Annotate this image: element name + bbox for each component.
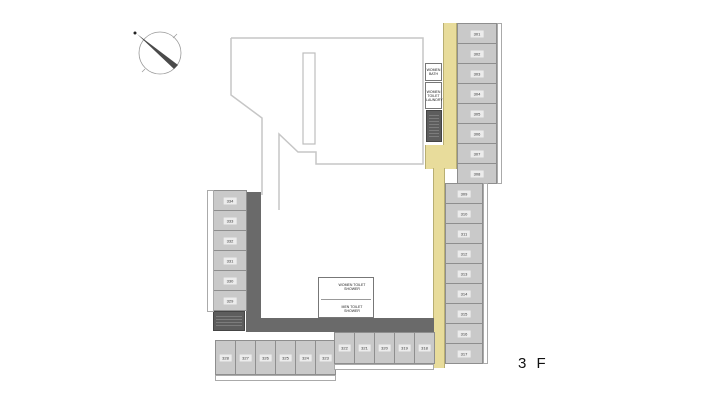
room-324[interactable]: 324 [295, 340, 316, 375]
room-321[interactable]: 321 [354, 332, 375, 364]
balcony-east-lower [483, 183, 488, 364]
room-325[interactable]: 325 [275, 340, 296, 375]
balcony-west [207, 190, 214, 312]
room-334[interactable]: 334 [213, 190, 247, 211]
women-toilet-laundry: WOMEN TOILET LAUNDRY [425, 82, 443, 109]
room-327[interactable]: 327 [235, 340, 256, 375]
room-333[interactable]: 333 [213, 210, 247, 231]
balcony-south-left [215, 375, 336, 381]
stair-east [426, 110, 442, 142]
room-328[interactable]: 328 [215, 340, 236, 375]
room-row-south-right: 322 321 320 319 318 [334, 332, 435, 364]
corridor-west [246, 192, 261, 332]
room-331[interactable]: 331 [213, 250, 247, 271]
compass [130, 25, 190, 80]
room-329[interactable]: 329 [213, 290, 247, 311]
room-304[interactable]: 304 [457, 83, 497, 104]
room-317[interactable]: 317 [445, 343, 483, 364]
room-306[interactable]: 306 [457, 123, 497, 144]
room-320[interactable]: 320 [374, 332, 395, 364]
floor-label: 3 F [518, 355, 549, 372]
corridor-landing [425, 145, 457, 169]
room-319[interactable]: 319 [394, 332, 415, 364]
room-309[interactable]: 309 [445, 183, 483, 204]
room-318[interactable]: 318 [414, 332, 435, 364]
women-toilet-shower: WOMEN TOILET SHOWER [338, 283, 366, 291]
room-313[interactable]: 313 [445, 263, 483, 284]
room-308[interactable]: 308 [457, 163, 497, 184]
stair-west [213, 311, 245, 331]
balcony-south-right [334, 364, 434, 370]
room-311[interactable]: 311 [445, 223, 483, 244]
corridor-east-lower [433, 168, 445, 368]
room-305[interactable]: 305 [457, 103, 497, 124]
north-arrow-icon [133, 31, 182, 75]
room-307[interactable]: 307 [457, 143, 497, 164]
room-302[interactable]: 302 [457, 43, 497, 64]
room-316[interactable]: 316 [445, 323, 483, 344]
room-column-east-upper: 301 302 303 304 305 306 307 308 [457, 23, 497, 184]
room-310[interactable]: 310 [445, 203, 483, 224]
room-323[interactable]: 323 [315, 340, 336, 375]
room-326[interactable]: 326 [255, 340, 276, 375]
room-row-south-left: 328 327 326 325 324 323 [215, 340, 336, 375]
room-303[interactable]: 303 [457, 63, 497, 84]
corridor-east-upper [443, 23, 457, 168]
room-330[interactable]: 330 [213, 270, 247, 291]
men-toilet-shower: MEN TOILET SHOWER [341, 305, 363, 313]
room-312[interactable]: 312 [445, 243, 483, 264]
room-322[interactable]: 322 [334, 332, 355, 364]
room-column-east-lower: 309 310 311 312 313 314 315 316 317 [445, 183, 483, 364]
shared-toilet-shower-block: WOMEN TOILET SHOWER MEN TOILET SHOWER [318, 277, 374, 318]
room-314[interactable]: 314 [445, 283, 483, 304]
women-bath: WOMEN BATH [425, 63, 442, 81]
room-301[interactable]: 301 [457, 23, 497, 45]
corridor-south [246, 318, 434, 332]
room-315[interactable]: 315 [445, 303, 483, 324]
balcony-east-upper [497, 23, 502, 184]
room-column-west: 334 333 332 331 330 329 [213, 190, 247, 312]
room-332[interactable]: 332 [213, 230, 247, 251]
